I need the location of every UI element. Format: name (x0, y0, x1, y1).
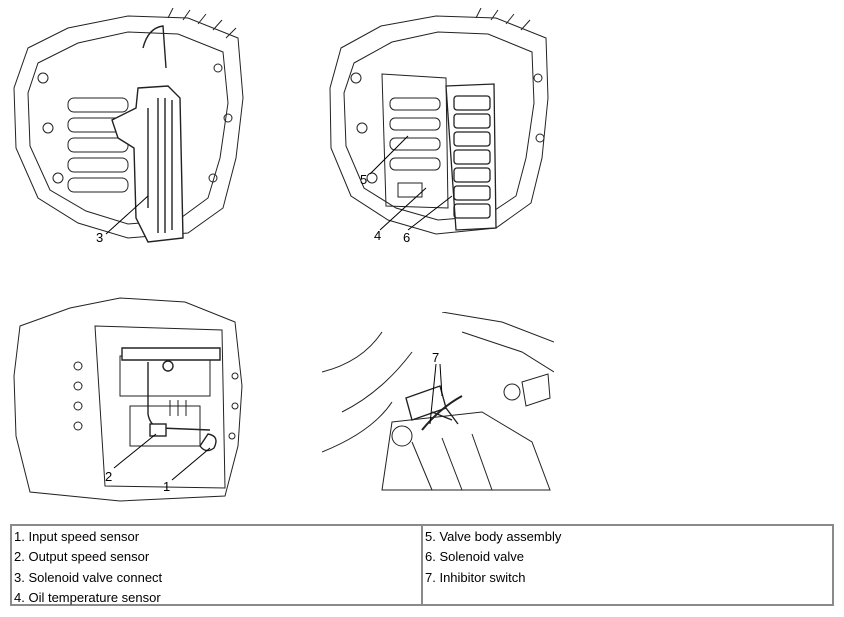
legend-item: 5. Valve body assembly (425, 529, 562, 544)
callout-5: 5 (360, 172, 367, 187)
callout-2: 2 (105, 469, 112, 484)
callout-7: 7 (432, 350, 439, 365)
legend-item: 6. Solenoid valve (425, 549, 525, 565)
oil-temperature-sensor (397, 182, 423, 198)
legend-right-column: 5. Valve body assembly 6. Solenoid valve… (421, 526, 832, 604)
transmission-housing-outline (322, 312, 554, 491)
legend-item: 7. Inhibitor switch (425, 569, 526, 585)
callout-6-leader (407, 195, 453, 231)
solenoid-valve-connector (111, 25, 184, 243)
callout-2-leader (113, 433, 157, 469)
callout-1: 1 (163, 479, 170, 494)
legend-item: 4. Oil temperature sensor (14, 590, 161, 606)
figure-bottom-left: 2 1 (10, 296, 250, 508)
legend-item: 1. Input speed sensor (14, 529, 140, 544)
callout-4: 4 (374, 228, 381, 243)
transmission-housing-outline (13, 297, 243, 502)
callout-7-leader-a (429, 363, 437, 425)
legend-item: 3. Solenoid valve connect (14, 569, 163, 585)
legend-table: 1. Input speed sensor 2. Output speed se… (10, 524, 834, 606)
callout-7-leader-b (439, 363, 443, 397)
valve-body (381, 73, 449, 209)
legend-left-column: 1. Input speed sensor 2. Output speed se… (12, 526, 421, 605)
figure-top-left: 3 (8, 8, 248, 248)
speed-sensor-harness (121, 347, 221, 452)
input-speed-sensor (199, 433, 217, 452)
callout-5-leader (369, 135, 409, 175)
callout-4-leader (379, 187, 427, 231)
figure-top-right: 5 4 6 (326, 8, 556, 248)
legend-item: 2. Output speed sensor (14, 549, 150, 565)
callout-3: 3 (96, 230, 103, 245)
callout-3-leader (105, 195, 149, 235)
output-speed-sensor (149, 423, 167, 437)
callout-6: 6 (403, 230, 410, 245)
transmission-housing-outline (329, 8, 549, 235)
inhibitor-switch (405, 385, 463, 431)
solenoid-valves (445, 83, 497, 231)
callout-1-leader (171, 447, 211, 481)
figure-bottom-right: 7 (322, 312, 554, 492)
